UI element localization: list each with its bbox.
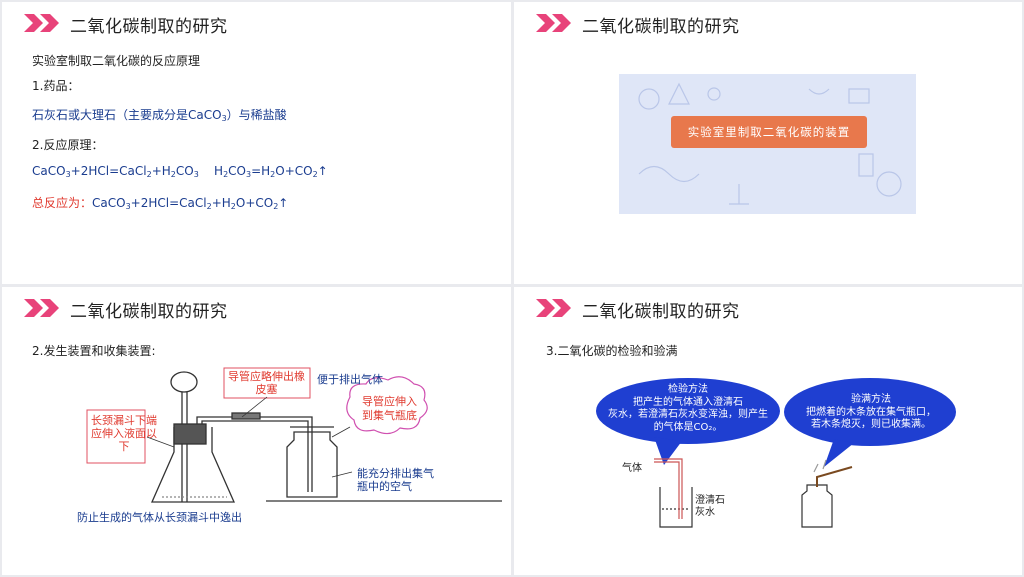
eq1-sub: 3 [65, 170, 71, 179]
bubble-full: 验满方法 把燃着的木条放在集气瓶口， 若木条熄灭，则已收集满。 [790, 394, 952, 432]
eq1-part: O+CO [275, 164, 313, 178]
note-line: 导管应伸入 [362, 395, 417, 408]
note-line: 下 [118, 440, 130, 453]
eq1-sub: 2 [146, 170, 152, 179]
slide-2[interactable]: 二氧化碳制取的研究 实验室里制取二氧化碳的装置 [514, 2, 1022, 284]
label-line: 灰水 [695, 507, 715, 518]
slide-heading: 3.二氧化碳的检验和验满 [546, 344, 678, 358]
drugs-text: 石灰石或大理石（主要成分是CaCO3）与稀盐酸 [32, 106, 287, 123]
drugs-sub: 3 [221, 114, 227, 123]
eq1-sub: 2 [170, 170, 176, 179]
eq1-sub: 2 [270, 170, 276, 179]
double-chevron-icon [536, 299, 571, 317]
science-doodle-background [638, 82, 902, 205]
slide-title: 二氧化碳制取的研究 [70, 302, 228, 322]
equation-1: CaCO3+2HCl=CaCl2+H2CO3 H2CO3=H2O+CO2↑ [32, 164, 328, 179]
slide-3[interactable]: 二氧化碳制取的研究 2.发生装置和收集装置: 长颈漏斗下端 应伸入液面 [2, 287, 511, 575]
bubble-line: 若木条熄灭，则已收集满。 [811, 419, 931, 430]
eq1-part: CO [175, 164, 194, 178]
drugs-text-b: ）与稀盐酸 [226, 108, 287, 122]
slide-4[interactable]: 二氧化碳制取的研究 3.二氧化碳的检验和验满 检验方法 把产生的气体通入澄清石 … [514, 287, 1022, 575]
eq2-sub: 2 [230, 202, 236, 211]
slide-title: 二氧化碳制取的研究 [582, 17, 740, 37]
eq2-part: +H [211, 196, 231, 210]
eq1-sub: 3 [193, 170, 199, 179]
bubble-line: 把燃着的木条放在集气瓶口， [806, 406, 936, 418]
eq1-sub: 3 [245, 170, 252, 179]
note-exhaust: 便于排出气体 [317, 373, 383, 386]
subtitle: 实验室制取二氧化碳的反应原理 [32, 54, 201, 68]
note-tube: 导管应略伸出橡 皮塞 [228, 370, 305, 396]
double-chevron-icon [24, 299, 59, 317]
eq1-part: +H [151, 164, 171, 178]
note-line: 到集气瓶底 [362, 409, 417, 422]
eq2-part: O+CO [235, 196, 274, 210]
note-air: 能充分排出集气 瓶中的空气 [357, 467, 434, 493]
eq2-part: CaCO [92, 196, 126, 210]
section-drugs: 1.药品： [32, 79, 80, 93]
eq1-part: ↑ [317, 164, 328, 178]
play-button[interactable]: 实验室里制取二氧化碳的装置 [671, 116, 867, 148]
eq1-part: CaCO [32, 164, 66, 178]
double-chevron-icon [24, 14, 59, 32]
eq2-sub: 2 [206, 202, 212, 211]
video-thumbnail[interactable]: 实验室里制取二氧化碳的装置 [619, 74, 916, 214]
bubble-line: 把产生的气体通入澄清石 [633, 396, 743, 408]
slide-heading: 2.发生装置和收集装置: [32, 344, 156, 358]
test-diagram [596, 378, 956, 528]
double-chevron-icon [536, 14, 571, 32]
drugs-text-a: 石灰石或大理石（主要成分是CaCO [32, 108, 222, 122]
gas-label: 气体 [622, 463, 642, 474]
lime-water-label: 澄清石 灰水 [695, 495, 725, 519]
bubble-line: 的气体是CO₂。 [653, 421, 723, 433]
eq1-sub: 2 [223, 170, 229, 179]
slide-title: 二氧化碳制取的研究 [582, 302, 740, 322]
note-funnel: 长颈漏斗下端 应伸入液面以 下 [91, 414, 157, 453]
eq1-part: CO [228, 164, 246, 178]
eq2-sub: 3 [125, 202, 131, 211]
note-line: 导管应略伸出橡 [228, 370, 305, 383]
label-line: 澄清石 [695, 495, 725, 506]
note-bottle: 导管应伸入 到集气瓶底 [362, 395, 417, 423]
note-line: 能充分排出集气 [357, 467, 434, 480]
bubble-line: 灰水，若澄清石灰水变浑浊，则产生 [608, 409, 768, 420]
bubble-title: 检验方法 [668, 384, 708, 395]
eq2-sub: 2 [273, 202, 279, 211]
bubble-test: 检验方法 把产生的气体通入澄清石 灰水，若澄清石灰水变浑浊，则产生 的气体是CO… [592, 384, 784, 434]
slide-title: 二氧化碳制取的研究 [70, 17, 228, 37]
eq1-part: H [198, 164, 224, 178]
apparatus-diagram [86, 367, 502, 503]
bubble-title: 验满方法 [851, 394, 891, 405]
note-bottom: 防止生成的气体从长颈漏斗中逸出 [77, 511, 242, 524]
note-line: 皮塞 [255, 383, 278, 396]
slide-1[interactable]: 二氧化碳制取的研究 实验室制取二氧化碳的反应原理 1.药品： 石灰石或大理石（主… [2, 2, 511, 284]
total-label: 总反应为： [32, 196, 93, 210]
note-line: 应伸入液面以 [91, 427, 157, 440]
note-line: 瓶中的空气 [357, 480, 412, 493]
eq2-part: ↑ [278, 196, 289, 210]
note-line: 长颈漏斗下端 [91, 414, 157, 427]
equation-2: 总反应为：CaCO3+2HCl=CaCl2+H2O+CO2↑ [32, 194, 288, 211]
eq1-part: +2HCl=CaCl [70, 164, 147, 178]
eq1-part: =H [251, 164, 271, 178]
section-reaction: 2.反应原理： [32, 138, 104, 152]
eq1-sub: 2 [312, 170, 318, 179]
eq2-part: +2HCl=CaCl [130, 196, 207, 210]
